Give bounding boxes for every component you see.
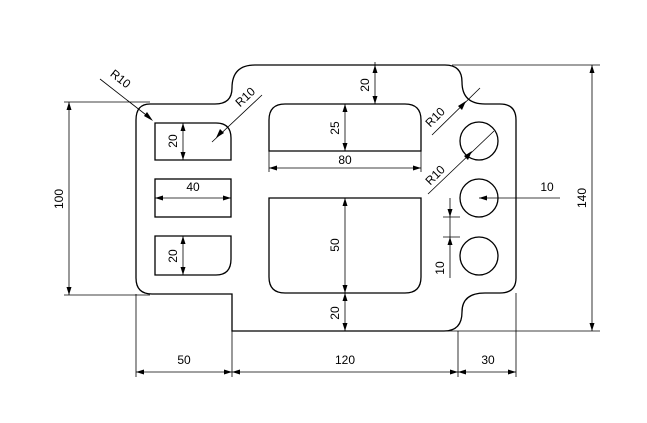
slot-bottom	[154, 235, 232, 276]
dim-radius-hole: R10	[422, 162, 448, 188]
dim-slot-top: 20	[166, 134, 180, 148]
dim-width-left: 50	[177, 353, 191, 367]
dim-width-mid: 120	[335, 353, 355, 367]
hole-bottom	[459, 236, 499, 276]
dim-pocket-top-w: 80	[338, 153, 352, 167]
dim-slot-mid: 40	[186, 180, 200, 194]
pocket-bottom	[268, 197, 422, 294]
dimension-lines	[66, 62, 595, 375]
dim-radius-slot: R10	[232, 84, 258, 109]
dim-bottom-step: 20	[328, 306, 342, 320]
dim-radius-outer-tr: R10	[422, 104, 448, 130]
dim-pocket-top-h: 25	[328, 121, 342, 135]
dim-hole-spacing: 10	[433, 261, 447, 275]
dimension-texts: 50 120 30 100 140 20 25 80 50 20 20 40 2…	[52, 67, 589, 367]
dim-top-step: 20	[358, 78, 372, 92]
hole-top	[459, 121, 499, 161]
dim-pocket-bottom-h: 50	[328, 238, 342, 252]
dim-height-right: 140	[575, 188, 589, 208]
dim-slot-bottom: 20	[166, 249, 180, 263]
extension-lines	[64, 64, 600, 377]
dim-hole-dia: 10	[540, 180, 554, 194]
outer-profile	[135, 64, 517, 332]
slot-top	[154, 122, 232, 161]
dim-height-left: 100	[52, 189, 66, 209]
dim-width-right: 30	[481, 353, 495, 367]
